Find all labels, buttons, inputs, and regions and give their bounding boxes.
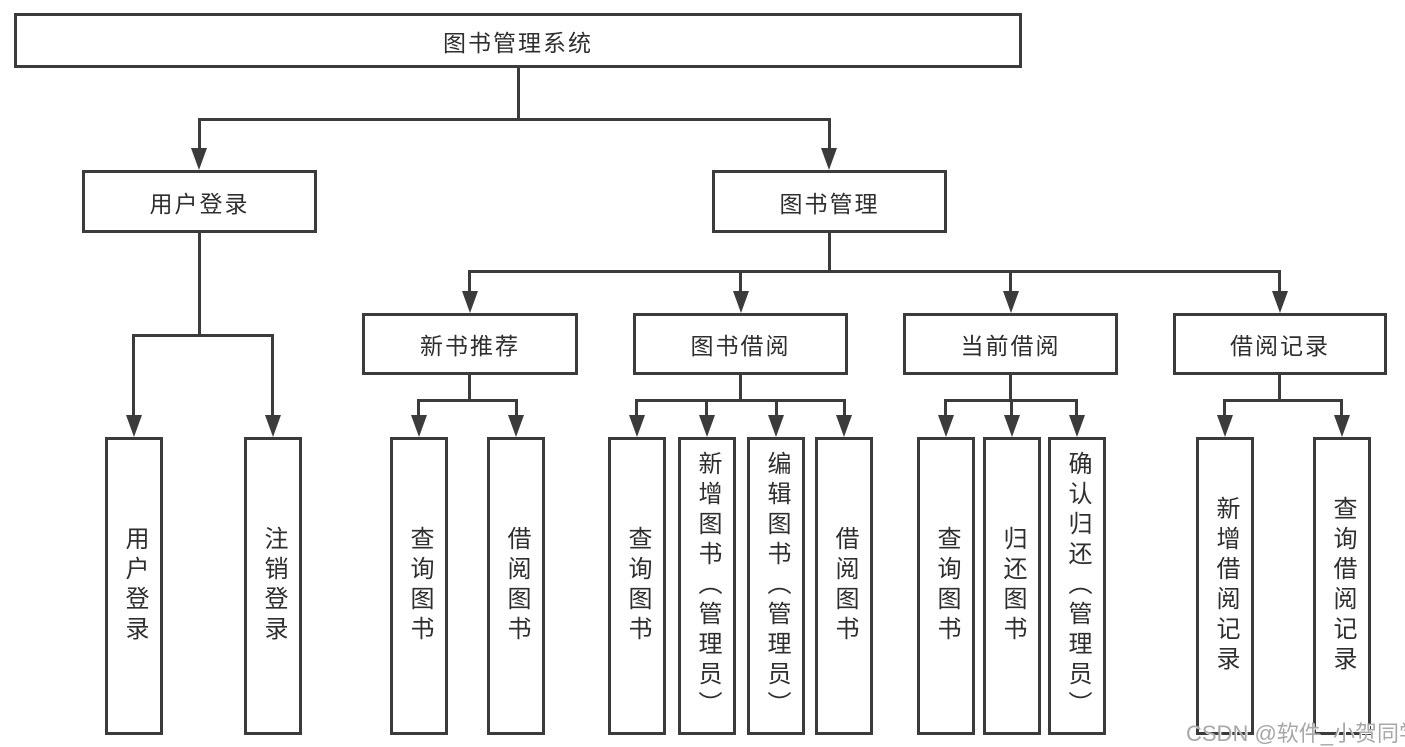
connector-borrow-records-trunk bbox=[1278, 375, 1281, 402]
leaf-bookborrow-borrow-label: 借阅图书 bbox=[831, 526, 858, 646]
connector-drop-leaf-login bbox=[132, 334, 135, 415]
node-user-login-label: 用户登录 bbox=[149, 190, 250, 217]
node-root-label: 图书管理系统 bbox=[443, 29, 593, 56]
arrow-down bbox=[126, 415, 142, 437]
connector-drop bbox=[705, 399, 708, 415]
connector-book-mgmt-hbar bbox=[468, 270, 1281, 273]
arrow-down bbox=[411, 415, 427, 437]
leaf-current-confirm-box: 确认归还（管理员） bbox=[1048, 437, 1106, 735]
connector-book-borrow-hbar bbox=[635, 399, 845, 402]
connector-user-login-trunk bbox=[198, 233, 201, 337]
leaf-bookborrow-add-box: 新增图书（管理员） bbox=[678, 437, 736, 735]
connector-borrow-records-hbar bbox=[1223, 399, 1343, 402]
arrow-down bbox=[508, 415, 524, 437]
arrow-down bbox=[1272, 291, 1288, 313]
connector-drop bbox=[515, 399, 518, 415]
node-root-box: 图书管理系统 bbox=[14, 13, 1022, 68]
node-book-borrow-label: 图书借阅 bbox=[690, 333, 791, 359]
node-book-mgmt-box: 图书管理 bbox=[712, 170, 947, 233]
connector-drop bbox=[1223, 399, 1226, 415]
leaf-logout-box: 注销登录 bbox=[244, 437, 302, 735]
leaf-bookborrow-add-label: 新增图书（管理员） bbox=[694, 451, 721, 721]
leaf-newbook-query-label: 查询图书 bbox=[406, 526, 433, 646]
connector-drop bbox=[775, 399, 778, 415]
node-borrow-records-label: 借阅记录 bbox=[1230, 333, 1330, 359]
arrow-down bbox=[1334, 415, 1350, 437]
node-book-mgmt-label: 图书管理 bbox=[779, 190, 880, 217]
leaf-records-add-label: 新增借阅记录 bbox=[1212, 496, 1239, 676]
arrow-down bbox=[191, 148, 207, 170]
arrow-down bbox=[1069, 415, 1085, 437]
connector-root-hbar bbox=[198, 118, 831, 121]
connector-drop bbox=[944, 399, 947, 415]
node-current-borrow-label: 当前借阅 bbox=[960, 333, 1061, 359]
connector-drop bbox=[417, 399, 420, 415]
leaf-records-query-label: 查询借阅记录 bbox=[1329, 496, 1356, 676]
connector-drop bbox=[1340, 399, 1343, 415]
arrow-down bbox=[1217, 415, 1233, 437]
connector-drop-book-mgmt bbox=[828, 118, 831, 148]
arrow-down bbox=[462, 291, 478, 313]
connector-drop bbox=[635, 399, 638, 415]
connector-drop-new-book bbox=[468, 270, 471, 291]
connector-drop-borrow-records bbox=[1278, 270, 1281, 291]
arrow-down bbox=[938, 415, 954, 437]
arrow-down bbox=[1004, 415, 1020, 437]
node-current-borrow-box: 当前借阅 bbox=[903, 313, 1118, 375]
leaf-bookborrow-borrow-box: 借阅图书 bbox=[815, 437, 873, 735]
leaf-current-query-box: 查询图书 bbox=[917, 437, 975, 735]
node-borrow-records-box: 借阅记录 bbox=[1173, 313, 1387, 375]
connector-current-borrow-trunk bbox=[1009, 375, 1012, 402]
csdn-watermark: CSDN @软件_小贺同学 bbox=[1186, 721, 1405, 746]
leaf-records-query-box: 查询借阅记录 bbox=[1313, 437, 1371, 735]
leaf-bookborrow-query-label: 查询图书 bbox=[624, 526, 651, 646]
leaf-logout-label: 注销登录 bbox=[260, 526, 287, 646]
connector-drop-current-borrow bbox=[1009, 270, 1012, 291]
arrow-down bbox=[629, 415, 645, 437]
leaf-user-login-box: 用户登录 bbox=[105, 437, 163, 735]
arrow-down bbox=[1003, 291, 1019, 313]
connector-user-login-hbar bbox=[132, 334, 274, 337]
arrow-down bbox=[821, 148, 837, 170]
leaf-current-confirm-label: 确认归还（管理员） bbox=[1064, 451, 1091, 721]
arrow-down bbox=[733, 291, 749, 313]
leaf-newbook-query-box: 查询图书 bbox=[390, 437, 448, 735]
connector-drop bbox=[1075, 399, 1078, 415]
leaf-records-add-box: 新增借阅记录 bbox=[1196, 437, 1254, 735]
connector-book-borrow-trunk bbox=[739, 375, 742, 402]
node-new-book-label: 新书推荐 bbox=[420, 333, 520, 359]
leaf-user-login-label: 用户登录 bbox=[121, 526, 148, 646]
connector-new-book-trunk bbox=[468, 375, 471, 402]
arrow-down bbox=[836, 415, 852, 437]
leaf-newbook-borrow-box: 借阅图书 bbox=[487, 437, 545, 735]
connector-book-mgmt-trunk bbox=[828, 233, 831, 273]
connector-drop-book-borrow bbox=[739, 270, 742, 291]
leaf-current-return-label: 归还图书 bbox=[999, 526, 1026, 646]
leaf-bookborrow-edit-box: 编辑图书（管理员） bbox=[747, 437, 805, 735]
node-book-borrow-box: 图书借阅 bbox=[633, 313, 848, 375]
arrow-down bbox=[768, 415, 784, 437]
arrow-down bbox=[265, 415, 281, 437]
connector-drop-leaf-logout bbox=[271, 334, 274, 415]
connector-drop bbox=[843, 399, 846, 415]
leaf-newbook-borrow-label: 借阅图书 bbox=[503, 526, 530, 646]
connector-drop bbox=[1010, 399, 1013, 415]
leaf-current-query-label: 查询图书 bbox=[933, 526, 960, 646]
leaf-current-return-box: 归还图书 bbox=[983, 437, 1041, 735]
node-user-login-box: 用户登录 bbox=[82, 170, 317, 233]
connector-drop-user-login bbox=[198, 118, 201, 148]
connector-root-trunk bbox=[517, 68, 520, 120]
node-new-book-box: 新书推荐 bbox=[362, 313, 578, 375]
arrow-down bbox=[699, 415, 715, 437]
connector-new-book-hbar bbox=[417, 399, 518, 402]
leaf-bookborrow-query-box: 查询图书 bbox=[608, 437, 666, 735]
leaf-bookborrow-edit-label: 编辑图书（管理员） bbox=[763, 451, 790, 721]
